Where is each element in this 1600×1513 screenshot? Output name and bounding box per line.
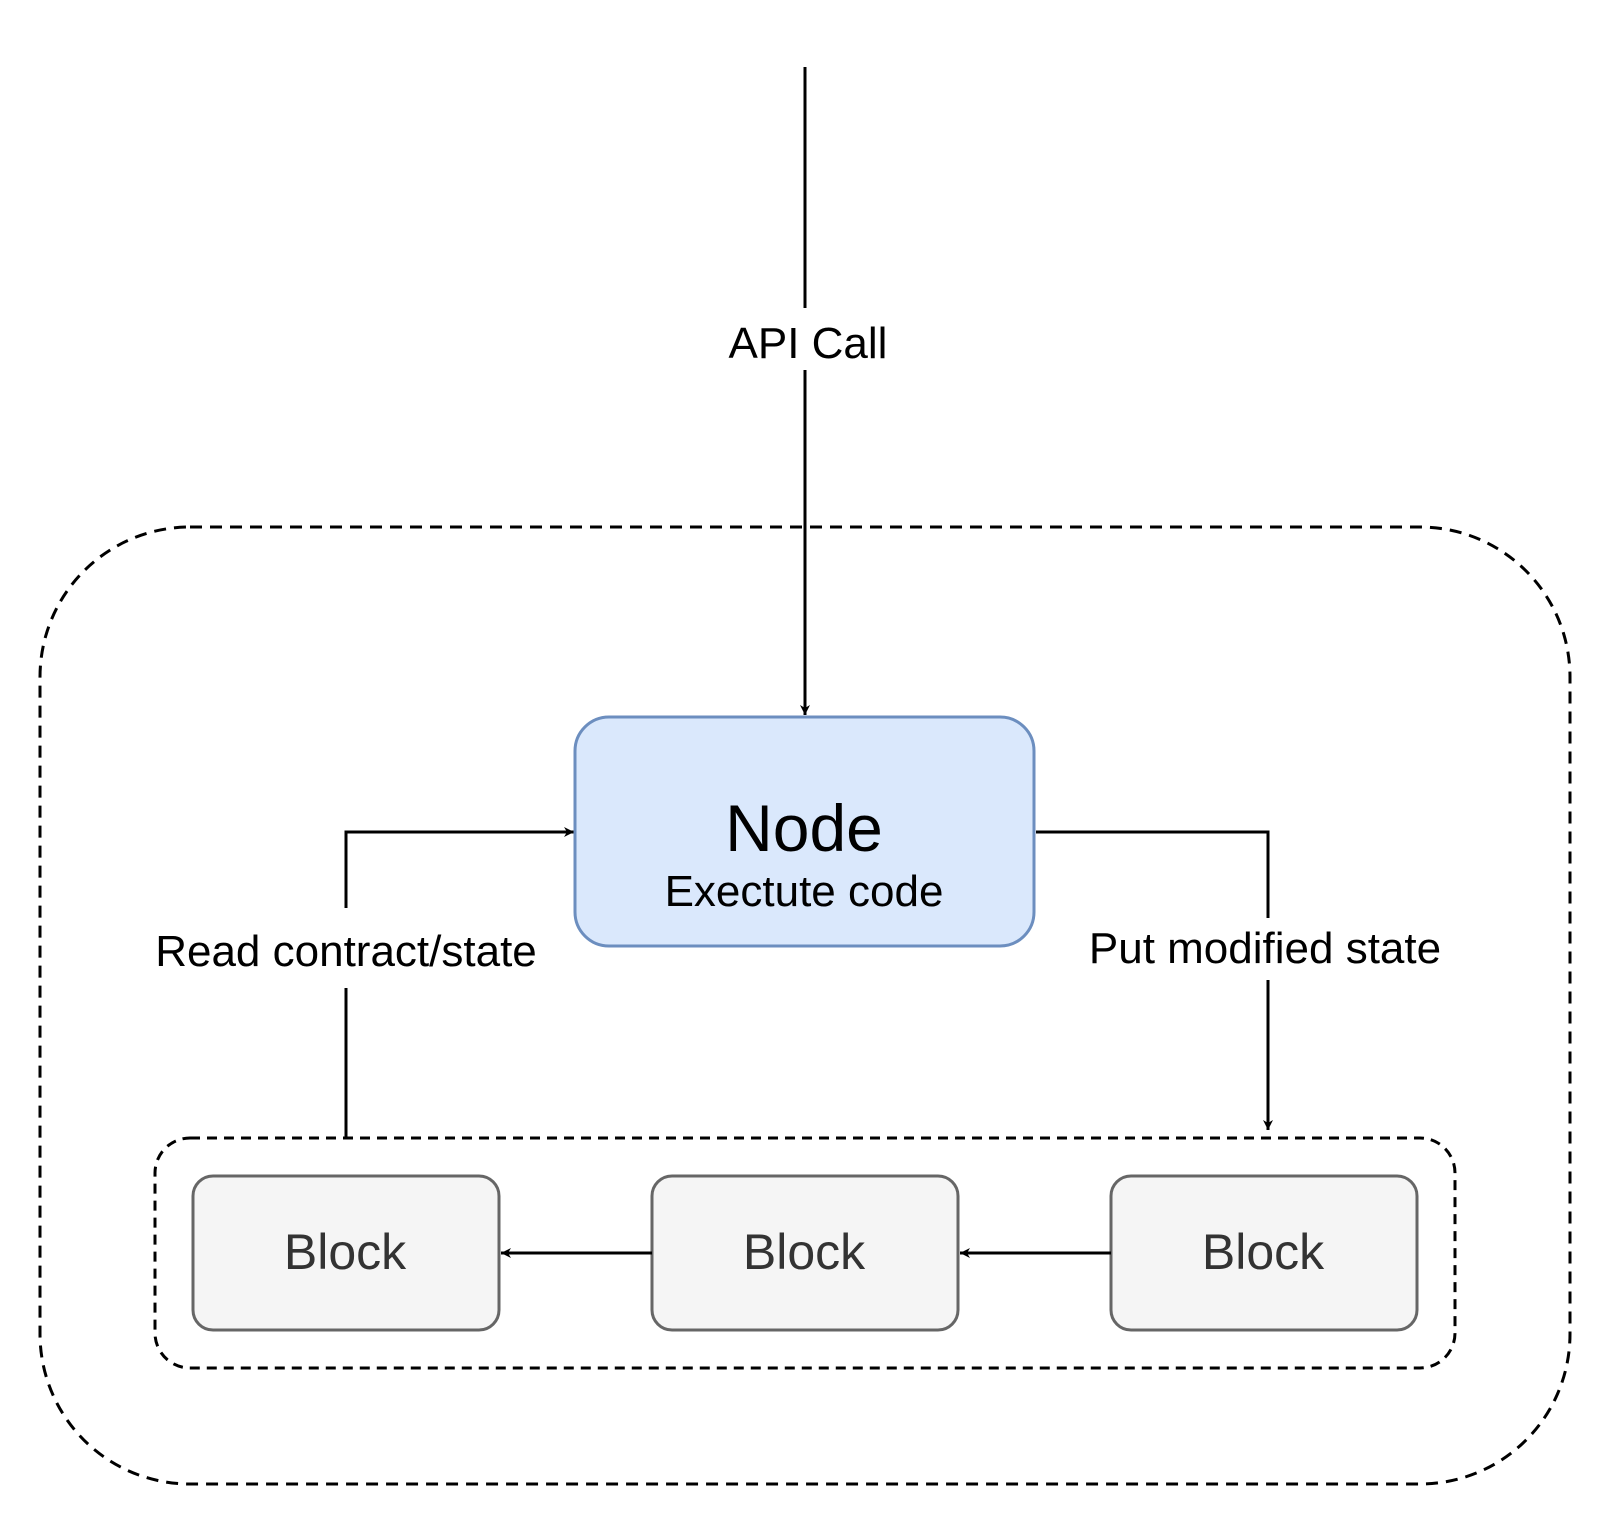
node-subtitle: Exectute code [665, 867, 944, 916]
block-1: Block [191, 1174, 501, 1332]
block-label: Block [743, 1224, 866, 1280]
put-label-bg [1060, 918, 1476, 980]
block-3: Block [1109, 1174, 1419, 1332]
read-label-bg [128, 908, 564, 988]
put-state-edge [1036, 830, 1273, 1130]
block-2: Block [650, 1174, 960, 1332]
api-call-label-bg [715, 308, 895, 370]
block-shape [191, 1174, 501, 1332]
node-shape [573, 715, 1036, 948]
block-label: Block [1202, 1224, 1325, 1280]
node-title: Node [725, 791, 883, 865]
read-state-edge [344, 827, 574, 1138]
block-label: Block [284, 1224, 407, 1280]
read-state-label: Read contract/state [155, 927, 537, 976]
api-call-label: API Call [729, 319, 888, 368]
put-state-label: Put modified state [1089, 924, 1441, 973]
blockchain-container [153, 1136, 1457, 1370]
node-box: Node Exectute code [573, 715, 1036, 948]
